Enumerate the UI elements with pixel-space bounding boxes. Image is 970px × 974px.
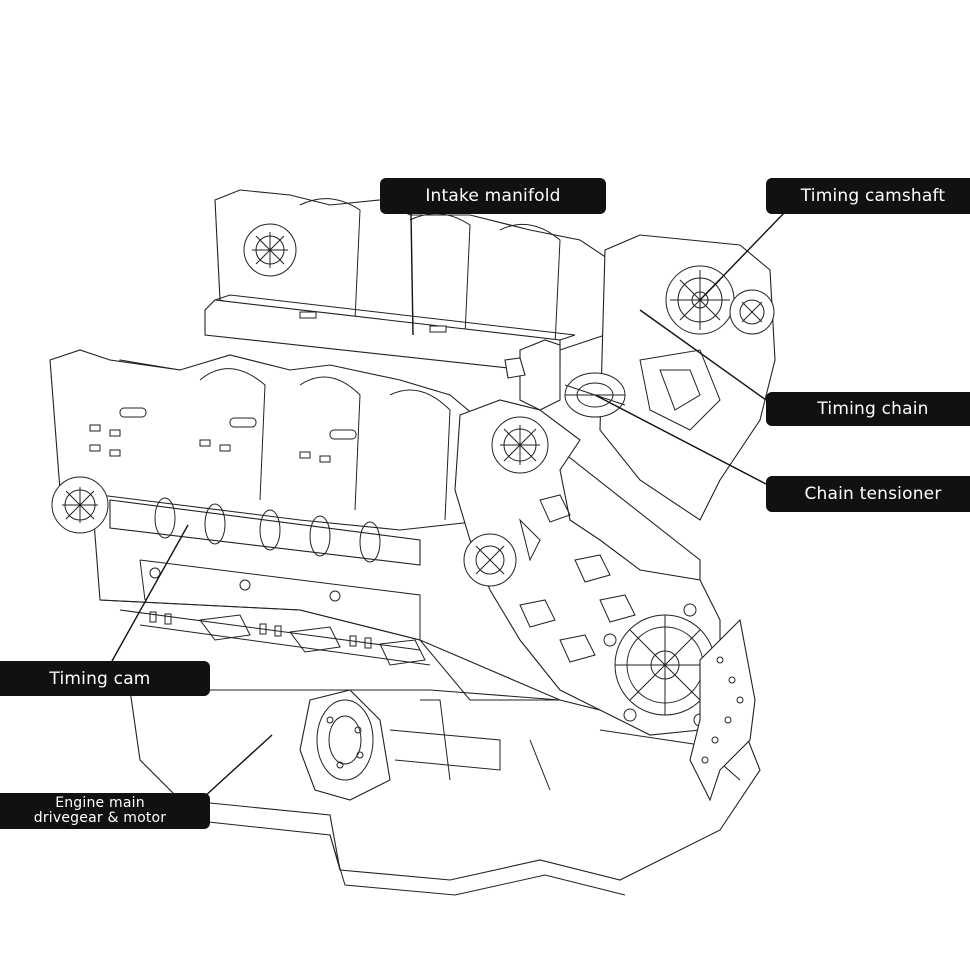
label-drivegear-line1: Engine main — [55, 795, 145, 811]
label-timing-chain: Timing chain — [766, 392, 970, 426]
front-timing-plate — [454, 399, 721, 736]
rear-timing-plate — [599, 234, 776, 521]
label-drivegear-line2: drivegear & motor — [33, 810, 167, 826]
leader-timing-cam — [111, 524, 189, 662]
leader-intake-manifold — [410, 212, 414, 336]
timing-cam-part — [109, 497, 421, 640]
right-stand-leg — [689, 618, 756, 802]
drivegear-motor-part — [299, 689, 551, 801]
front-cylinder-bank — [49, 349, 491, 534]
label-timing-camshaft: Timing camshaft — [766, 178, 970, 214]
label-intake-manifold: Intake manifold — [380, 178, 606, 214]
leader-chain-tensioner — [594, 394, 767, 485]
leader-timing-chain — [639, 309, 767, 401]
crankcase-lattice — [119, 609, 431, 666]
label-timing-cam: Timing cam — [0, 661, 210, 696]
label-chain-tensioner: Chain tensioner — [766, 476, 970, 512]
leader-timing-camshaft — [699, 212, 785, 301]
leader-drivegear-motor — [203, 734, 273, 798]
leader-lines — [111, 212, 785, 798]
label-drivegear-motor: Engine main drivegear & motor — [0, 793, 210, 829]
